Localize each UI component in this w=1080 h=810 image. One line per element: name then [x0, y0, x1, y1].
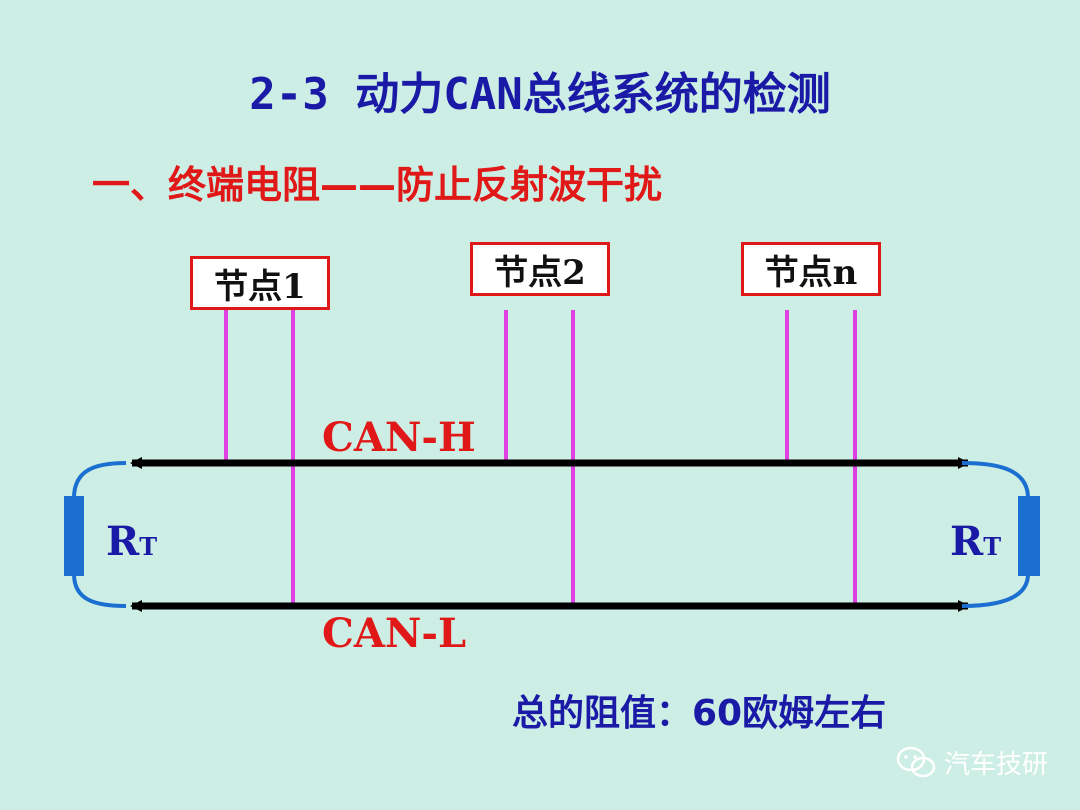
left-terminating-resistor: [64, 496, 84, 576]
left-resistor-label-main: R: [106, 518, 140, 565]
section-subtitle: 一、终端电阻——防止反射波干扰: [92, 163, 663, 207]
left-resistor-bottom-wire: [72, 573, 127, 608]
right-resistor-bottom-wire: [961, 573, 1030, 608]
page-title: 2-3 动力CAN总线系统的检测: [249, 69, 831, 120]
node-stubs: [224, 310, 857, 606]
node-1-box: 节点1: [190, 256, 330, 310]
watermark-text: 汽车技研: [944, 750, 1049, 780]
can-h-label: CAN-H: [322, 414, 476, 461]
node-2-box: 节点2: [470, 242, 610, 296]
wechat-icon: [896, 746, 936, 777]
total-resistance-note: 总的阻值：60欧姆左右: [512, 693, 887, 734]
right-terminating-resistor: [1018, 496, 1040, 576]
left-resistor-label-sub: T: [139, 532, 158, 561]
node-n-box: 节点n: [741, 242, 881, 296]
right-resistor-top-wire: [961, 461, 1030, 499]
can-l-label: CAN-L: [322, 610, 467, 657]
left-resistor-label: RT: [106, 518, 157, 565]
left-resistor-top-wire: [72, 461, 127, 499]
right-resistor-label-main: R: [950, 518, 984, 565]
right-resistor-label: RT: [950, 518, 1001, 565]
right-resistor-label-sub: T: [983, 532, 1002, 561]
watermark: 汽车技研: [896, 744, 1048, 781]
